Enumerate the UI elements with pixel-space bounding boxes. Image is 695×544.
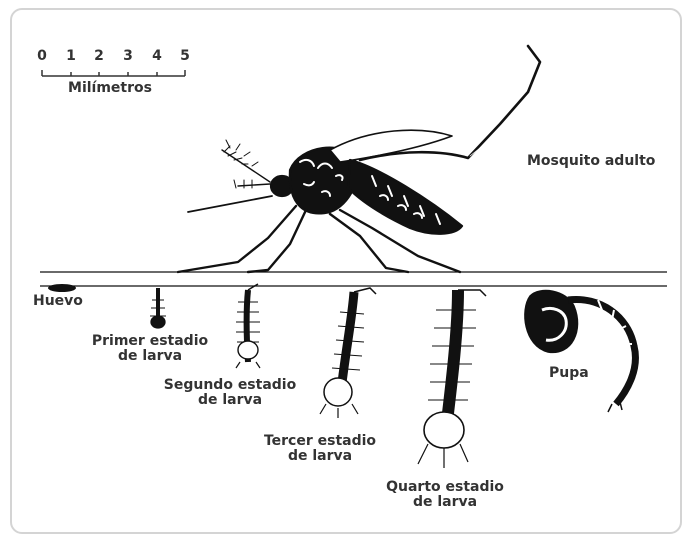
pupa-drawing: [525, 291, 636, 412]
adult-mosquito-drawing: [178, 46, 540, 272]
larva-4-drawing: [418, 290, 486, 468]
label-egg: Huevo: [33, 294, 83, 309]
label-larva-2-line2: de larva: [150, 393, 310, 408]
label-larva-3: Tercer estadio de larva: [250, 434, 390, 464]
label-larva-2-line1: Segundo estadio: [150, 378, 310, 393]
label-larva-3-line1: Tercer estadio: [250, 434, 390, 449]
label-pupa: Pupa: [549, 366, 589, 381]
larva-3-drawing: [320, 288, 376, 418]
scale-line: [42, 70, 185, 76]
egg-drawing: [48, 284, 76, 292]
larva-2-drawing: [236, 284, 260, 368]
label-larva-1: Primer estadio de larva: [80, 334, 220, 364]
water-surface: [40, 272, 667, 286]
label-larva-2: Segundo estadio de larva: [150, 378, 310, 408]
label-larva-3-line2: de larva: [250, 449, 390, 464]
label-larva-4-line2: de larva: [375, 495, 515, 510]
label-larva-1-line2: de larva: [80, 349, 220, 364]
larva-1-drawing: [150, 288, 166, 328]
label-adult-mosquito: Mosquito adulto: [527, 154, 655, 169]
label-larva-1-line1: Primer estadio: [80, 334, 220, 349]
label-larva-4: Quarto estadio de larva: [375, 480, 515, 510]
label-larva-4-line1: Quarto estadio: [375, 480, 515, 495]
